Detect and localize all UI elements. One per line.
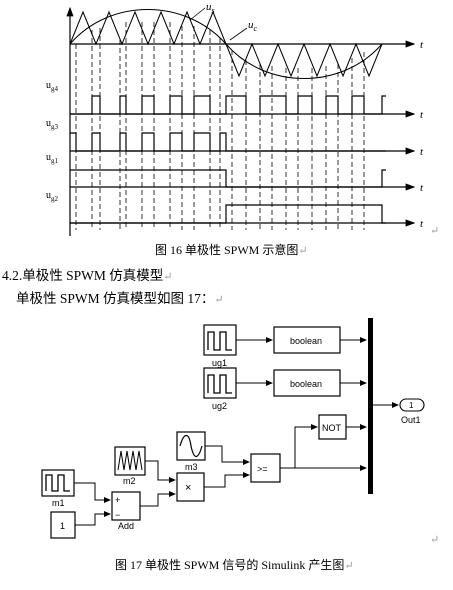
ug4-pulse-train bbox=[70, 95, 386, 115]
ug2-block-label: ug2 bbox=[212, 401, 227, 411]
label-us: us bbox=[206, 1, 215, 15]
out1-port[interactable]: 1 bbox=[399, 398, 425, 412]
label-ug4: ug4 bbox=[46, 80, 59, 93]
label-t-ug1: t bbox=[420, 182, 424, 194]
figure16-caption: 图 16 单极性 SPWM 示意图↵ bbox=[155, 243, 308, 257]
label-ug1: ug1 bbox=[46, 152, 59, 165]
svg-text:boolean: boolean bbox=[290, 336, 322, 346]
svg-text:>=: >= bbox=[257, 464, 268, 474]
ug3-pulse-train bbox=[70, 132, 386, 152]
not-logic-block[interactable]: NOT bbox=[318, 414, 347, 440]
figure17-caption: 图 17 单极性 SPWM 信号的 Simulink 产生图↵ bbox=[115, 558, 354, 572]
m1-block-label: m1 bbox=[52, 498, 65, 508]
m2-triangle-wave-block[interactable] bbox=[114, 446, 146, 476]
svg-text:boolean: boolean bbox=[290, 379, 322, 389]
m3-block-label: m3 bbox=[185, 462, 198, 472]
svg-text:1: 1 bbox=[409, 401, 414, 410]
mux-block[interactable] bbox=[368, 318, 373, 494]
ug2-pulse-generator-block[interactable] bbox=[203, 367, 237, 399]
ug2-signal bbox=[70, 204, 386, 224]
boolean-convert-block-2[interactable]: boolean bbox=[273, 369, 341, 397]
label-uc-leader bbox=[229, 27, 248, 41]
label-us-leader bbox=[189, 7, 206, 21]
spwm-waveform-figure: us uc t t t t t ug4 ug3 ug1 ug2 bbox=[46, 1, 424, 236]
relational-operator-block[interactable]: >= bbox=[250, 453, 281, 483]
label-t-main: t bbox=[420, 39, 424, 51]
carrier-positive-half bbox=[69, 10, 227, 46]
ug1-pulse-generator-block[interactable] bbox=[203, 324, 237, 356]
svg-text:+: + bbox=[115, 495, 120, 505]
svg-text:1: 1 bbox=[60, 521, 65, 531]
add-block-label: Add bbox=[118, 521, 134, 531]
section-heading: 4.2.单极性 SPWM 仿真模型↵ bbox=[2, 268, 173, 283]
label-t-ug2: t bbox=[420, 218, 424, 230]
simulink-model-figure: ug1 ug2 boolean boolean NOT 1 Out1 bbox=[41, 318, 425, 539]
section-body-text: 单极性 SPWM 仿真模型如图 17：↵ bbox=[16, 291, 224, 306]
return-mark-1: ↵ bbox=[430, 225, 440, 237]
svg-text:−: − bbox=[115, 510, 120, 520]
switching-instant-lines bbox=[75, 22, 365, 230]
signal-lines bbox=[74, 337, 399, 526]
constant-one-block[interactable]: 1 bbox=[50, 511, 76, 539]
add-block[interactable]: + − bbox=[111, 491, 141, 521]
label-t-ug4: t bbox=[420, 109, 424, 121]
return-mark-2: ↵ bbox=[430, 534, 440, 546]
label-t-ug3: t bbox=[420, 146, 424, 158]
svg-text:NOT: NOT bbox=[322, 423, 342, 433]
m3-sine-wave-block[interactable] bbox=[176, 431, 206, 461]
label-ug3: ug3 bbox=[46, 118, 59, 131]
m1-pulse-generator-block[interactable] bbox=[41, 469, 75, 497]
svg-text:×: × bbox=[185, 482, 191, 494]
m2-block-label: m2 bbox=[123, 476, 136, 486]
label-ug2: ug2 bbox=[46, 190, 59, 203]
out1-label: Out1 bbox=[401, 415, 421, 425]
carrier-negative-half bbox=[225, 42, 383, 78]
ug1-signal bbox=[70, 169, 386, 188]
label-uc: uc bbox=[248, 19, 258, 33]
ug1-block-label: ug1 bbox=[212, 358, 227, 368]
product-block[interactable]: × bbox=[176, 472, 205, 502]
boolean-convert-block-1[interactable]: boolean bbox=[273, 326, 341, 354]
